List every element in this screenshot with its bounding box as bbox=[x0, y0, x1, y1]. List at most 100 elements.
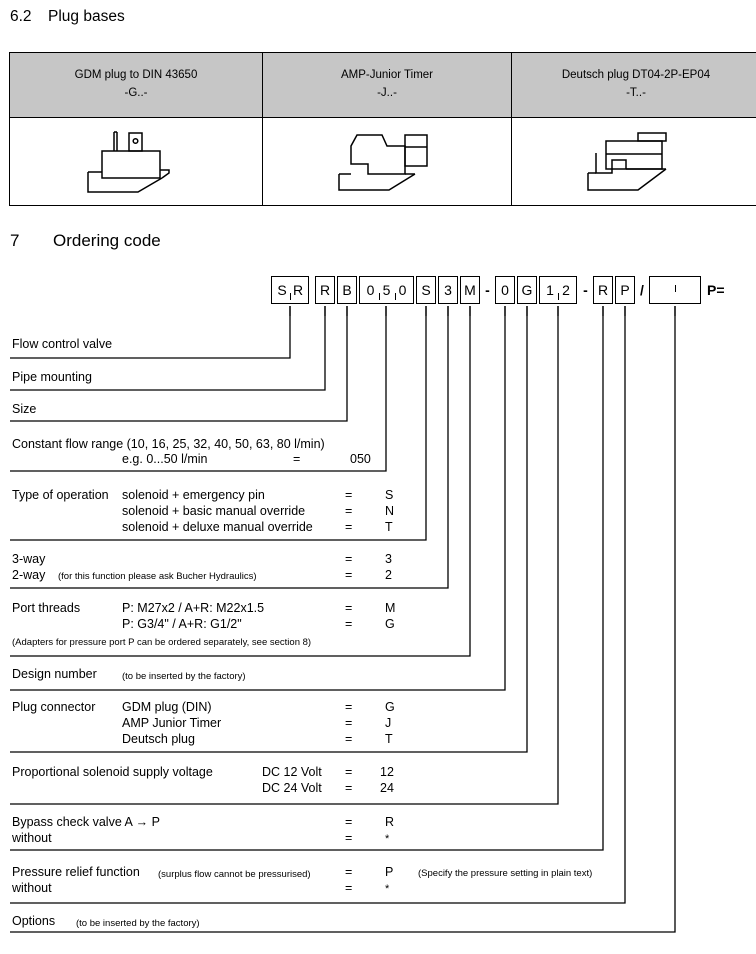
code-seg: R bbox=[597, 282, 609, 298]
code-seg: 0 bbox=[501, 282, 509, 298]
way-function-eq-0: = bbox=[345, 552, 353, 566]
supply-voltage-code-1: 24 bbox=[380, 781, 394, 795]
row-label-type-of-operation: Type of operation bbox=[12, 488, 109, 502]
way-function-eq-1: = bbox=[345, 568, 353, 582]
plug-code-gdm: -G..- bbox=[124, 87, 148, 99]
way-function-code-0: 3 bbox=[385, 552, 392, 566]
bypass-check-valve-option-1: without bbox=[12, 831, 52, 845]
row-label-plug-connector: Plug connector bbox=[12, 700, 96, 714]
plug-connector-eq-0: = bbox=[345, 700, 353, 714]
code-box-options[interactable] bbox=[649, 276, 701, 304]
supply-voltage-option-0: DC 12 Volt bbox=[262, 765, 322, 779]
type-of-operation-eq-0: = bbox=[345, 488, 353, 502]
code-seg: R bbox=[319, 282, 331, 298]
code-box-design-number[interactable]: 0 bbox=[495, 276, 515, 304]
code-seg: 5 bbox=[378, 282, 395, 300]
pressure-relief-eq-0: = bbox=[345, 865, 353, 879]
row-label-constant-flow-range: Constant flow range (10, 16, 25, 32, 40,… bbox=[12, 437, 325, 451]
port-threads-footnote: (Adapters for pressure port P can be ord… bbox=[12, 637, 312, 648]
code-separator-3: / bbox=[640, 282, 644, 298]
row-label-flow-control-valve: Flow control valve bbox=[12, 337, 113, 351]
plug-connector-option-1: AMP Junior Timer bbox=[122, 716, 222, 730]
pressure-relief-trailing-0: (Specify the pressure setting in plain t… bbox=[418, 868, 593, 879]
type-of-operation-option-1: solenoid + basic manual override bbox=[122, 504, 306, 518]
plug-bases-header-row: GDM plug to DIN 43650 -G..- AMP-Junior T… bbox=[9, 52, 756, 118]
code-box-plug-connector[interactable]: G bbox=[517, 276, 537, 304]
plug-connector-code-1: J bbox=[385, 716, 392, 730]
plug-bases-image-row bbox=[9, 117, 756, 206]
code-seg: 0 bbox=[366, 282, 375, 298]
way-function-option-1: 2-way bbox=[12, 568, 46, 582]
type-of-operation-option-0: solenoid + emergency pin bbox=[122, 488, 265, 502]
plug-name-amp: AMP-Junior Timer bbox=[340, 69, 434, 82]
way-function-code-1: 2 bbox=[385, 568, 392, 582]
port-threads-eq-1: = bbox=[345, 617, 353, 631]
options-note: (to be inserted by the factory) bbox=[76, 918, 200, 929]
code-separator-1: - bbox=[485, 282, 490, 298]
row-label-design-number: Design number bbox=[12, 667, 97, 681]
code-box-way-function[interactable]: 3 bbox=[438, 276, 458, 304]
bypass-check-valve-code-1: * bbox=[385, 833, 390, 845]
row-label-supply-voltage: Proportional solenoid supply voltage bbox=[12, 765, 213, 779]
code-box-size[interactable]: B bbox=[337, 276, 357, 304]
constant-flow-example-code: 050 bbox=[350, 452, 371, 466]
row-label-pipe-mounting: Pipe mounting bbox=[12, 370, 92, 384]
code-seg: P bbox=[620, 282, 630, 298]
supply-voltage-eq-0: = bbox=[345, 765, 353, 779]
code-seg: R bbox=[290, 282, 306, 300]
type-of-operation-option-2: solenoid + deluxe manual override bbox=[122, 520, 313, 534]
gdm-plug-icon bbox=[10, 120, 262, 204]
port-threads-option-0: P: M27x2 / A+R: M22x1.5 bbox=[122, 601, 265, 615]
plug-connector-option-2: Deutsch plug bbox=[122, 732, 195, 746]
port-threads-code-0: M bbox=[385, 601, 396, 615]
bypass-check-valve-eq-0: = bbox=[345, 815, 353, 829]
pressure-relief-option-0: Pressure relief function bbox=[12, 865, 140, 879]
code-box-pipe-mounting[interactable]: R bbox=[315, 276, 335, 304]
code-box-bypass-check-valve[interactable]: R bbox=[593, 276, 613, 304]
amp-junior-timer-plug-icon bbox=[263, 120, 511, 204]
plug-connector-eq-2: = bbox=[345, 732, 353, 746]
code-box-pressure-relief-function[interactable]: P bbox=[615, 276, 635, 304]
code-seg: S bbox=[277, 282, 287, 298]
section-6-2-number: 6.2 bbox=[10, 8, 32, 25]
code-seg: 2 bbox=[558, 282, 574, 300]
pressure-relief-code-0: P bbox=[385, 865, 394, 879]
port-threads-eq-0: = bbox=[345, 601, 353, 615]
way-function-option-0: 3-way bbox=[12, 552, 46, 566]
code-box-port-threads[interactable]: M bbox=[460, 276, 480, 304]
code-seg: 0 bbox=[394, 282, 411, 300]
code-seg: M bbox=[464, 282, 476, 298]
constant-flow-example-eq: = bbox=[293, 452, 301, 466]
plug-bases-table: GDM plug to DIN 43650 -G..- AMP-Junior T… bbox=[9, 52, 756, 206]
plug-bases-header-amp: AMP-Junior Timer -J..- bbox=[262, 52, 512, 118]
design-number-note: (to be inserted by the factory) bbox=[122, 671, 246, 682]
type-of-operation-code-2: T bbox=[385, 520, 393, 534]
pressure-relief-code-1: * bbox=[385, 883, 390, 895]
plug-name-gdm: GDM plug to DIN 43650 bbox=[74, 69, 198, 82]
port-threads-code-1: G bbox=[385, 617, 395, 631]
supply-voltage-eq-1: = bbox=[345, 781, 353, 795]
plug-image-cell-gdm bbox=[9, 117, 263, 206]
pressure-relief-note-0: (surplus flow cannot be pressurised) bbox=[158, 869, 311, 880]
plug-connector-code-0: G bbox=[385, 700, 395, 714]
row-label-port-threads: Port threads bbox=[12, 601, 81, 615]
code-seg: 1 bbox=[546, 282, 554, 298]
section-6-2-title: Plug bases bbox=[48, 8, 125, 25]
code-seg: 3 bbox=[444, 282, 452, 298]
deutsch-plug-icon bbox=[512, 120, 756, 204]
plug-bases-header-gdm: GDM plug to DIN 43650 -G..- bbox=[9, 52, 263, 118]
plug-connector-eq-1: = bbox=[345, 716, 353, 730]
type-of-operation-code-0: S bbox=[385, 488, 394, 502]
bypass-check-valve-code-0: R bbox=[385, 815, 395, 829]
section-7-number: 7 bbox=[10, 231, 20, 250]
bypass-check-valve-option-0: Bypass check valve A → P bbox=[12, 815, 160, 829]
code-seg: B bbox=[342, 282, 352, 298]
constant-flow-example-text: e.g. 0...50 l/min bbox=[122, 452, 208, 466]
code-box-type-of-operation[interactable]: S bbox=[416, 276, 436, 304]
